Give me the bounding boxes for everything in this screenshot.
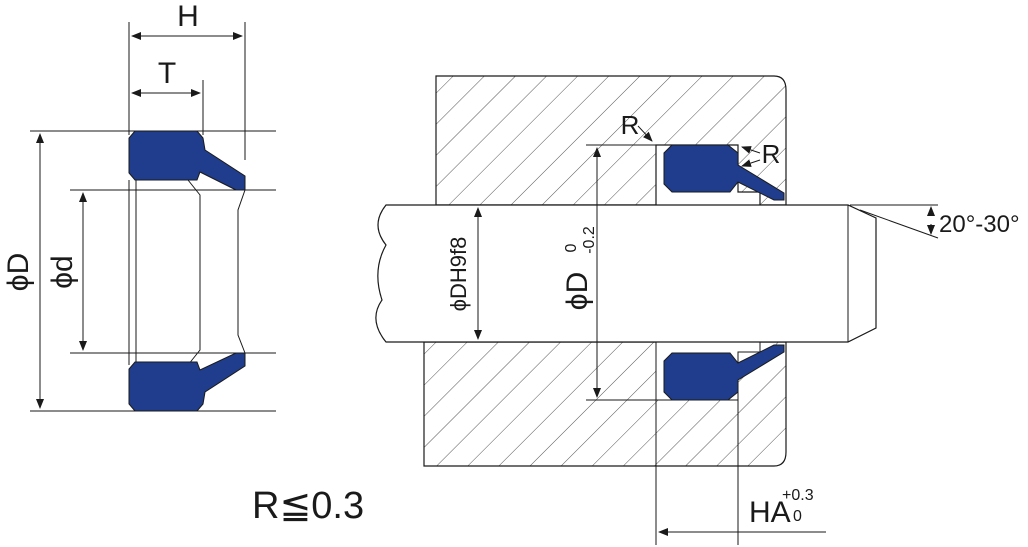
r-label-top: R [621, 110, 640, 140]
r-label-right: R [762, 139, 781, 169]
phid-tolerance-lower-label: -0.2 [581, 226, 598, 254]
phid-tolerance-main-label: ϕD [561, 272, 594, 310]
phid-inner-label: ϕd [46, 255, 79, 289]
seal-profile-top [128, 130, 246, 191]
phid-tolerance-upper-label: 0 [563, 243, 580, 252]
installed-seal-bottom [663, 344, 785, 401]
seal-cross-section: H T ϕD ϕd [2, 0, 276, 412]
shaft [375, 204, 877, 343]
radius-note: R≦0.3 [252, 485, 364, 527]
t-label: T [158, 57, 176, 90]
seal-profile-bottom [128, 352, 246, 412]
angle-label: 20°-30° [939, 211, 1020, 238]
h-label: H [177, 0, 199, 33]
ha-tolerance-lower-label: 0 [793, 508, 802, 525]
installed-seal-top [663, 144, 785, 201]
installation-view: R R 20°-30° ϕDH9f8 ϕD 0 -0.2 HA +0.3 0 [375, 75, 1020, 545]
ha-tolerance-upper-label: +0.3 [782, 487, 814, 504]
phidh9f8-label: ϕDH9f8 [446, 237, 471, 312]
phid-outer-label: ϕD [2, 253, 35, 291]
ha-main-label: HA [749, 496, 791, 529]
